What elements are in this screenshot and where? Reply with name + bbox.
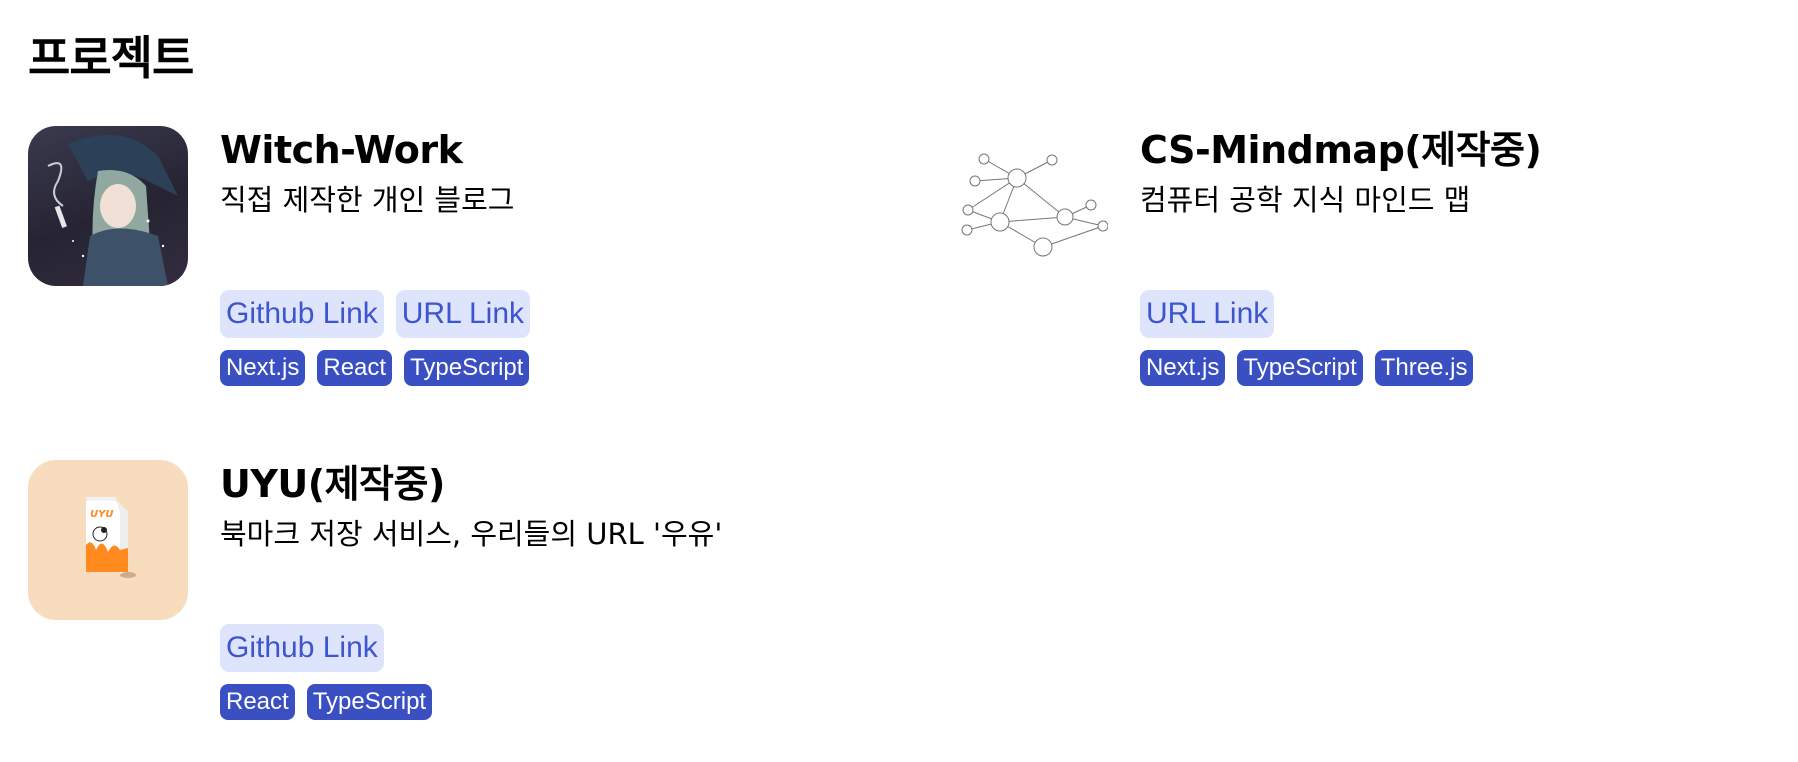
project-card-cs-mindmap: CS-Mindmap(제작중) 컴퓨터 공학 지식 마인드 맵 URL Link… [948,126,1768,406]
github-link[interactable]: Github Link [220,290,384,338]
project-card-witch-work: Witch-Work 직접 제작한 개인 블로그 Github Link URL… [28,126,888,406]
tag-nextjs: Next.js [1140,350,1226,386]
url-link[interactable]: URL Link [395,290,531,338]
tech-tags: Next.js TypeScript Three.js [1140,350,1474,386]
project-info: Witch-Work 직접 제작한 개인 블로그 [220,126,514,406]
project-name: Witch-Work [220,128,463,172]
tag-nextjs: Next.js [220,350,306,386]
project-card-uyu: UYU UYU(제작중) 북마크 저장 서비스, 우리들의 URL '우유' G… [28,460,888,740]
project-name: UYU(제작중) [220,462,445,506]
tech-tags: Next.js React TypeScript [220,350,530,386]
project-links: Github Link URL Link [220,290,531,338]
milk-carton-icon: UYU [28,460,188,620]
tag-typescript: TypeScript [1237,350,1363,386]
github-link[interactable]: Github Link [220,624,384,672]
tech-tags: React TypeScript [220,684,433,720]
project-description: 북마크 저장 서비스, 우리들의 URL '우유' [220,517,723,551]
url-link[interactable]: URL Link [1140,290,1275,338]
page-title: 프로젝트 [28,31,194,85]
project-name: CS-Mindmap(제작중) [1140,128,1542,172]
project-info: UYU(제작중) 북마크 저장 서비스, 우리들의 URL '우유' [220,460,722,740]
milk-carton-label: UYU [90,509,113,520]
project-description: 직접 제작한 개인 블로그 [220,183,515,217]
tag-typescript: TypeScript [306,684,433,720]
tag-typescript: TypeScript [404,350,530,386]
project-links: URL Link [1140,290,1275,338]
tag-react: React [220,684,295,720]
project-description: 컴퓨터 공학 지식 마인드 맵 [1140,183,1471,217]
project-info: CS-Mindmap(제작중) 컴퓨터 공학 지식 마인드 맵 [1140,126,1542,406]
tag-threejs: Three.js [1374,350,1474,386]
witch-illustration-icon [28,126,188,286]
tag-react: React [317,350,393,386]
network-graph-icon [948,126,1108,286]
project-links: Github Link [220,624,384,672]
